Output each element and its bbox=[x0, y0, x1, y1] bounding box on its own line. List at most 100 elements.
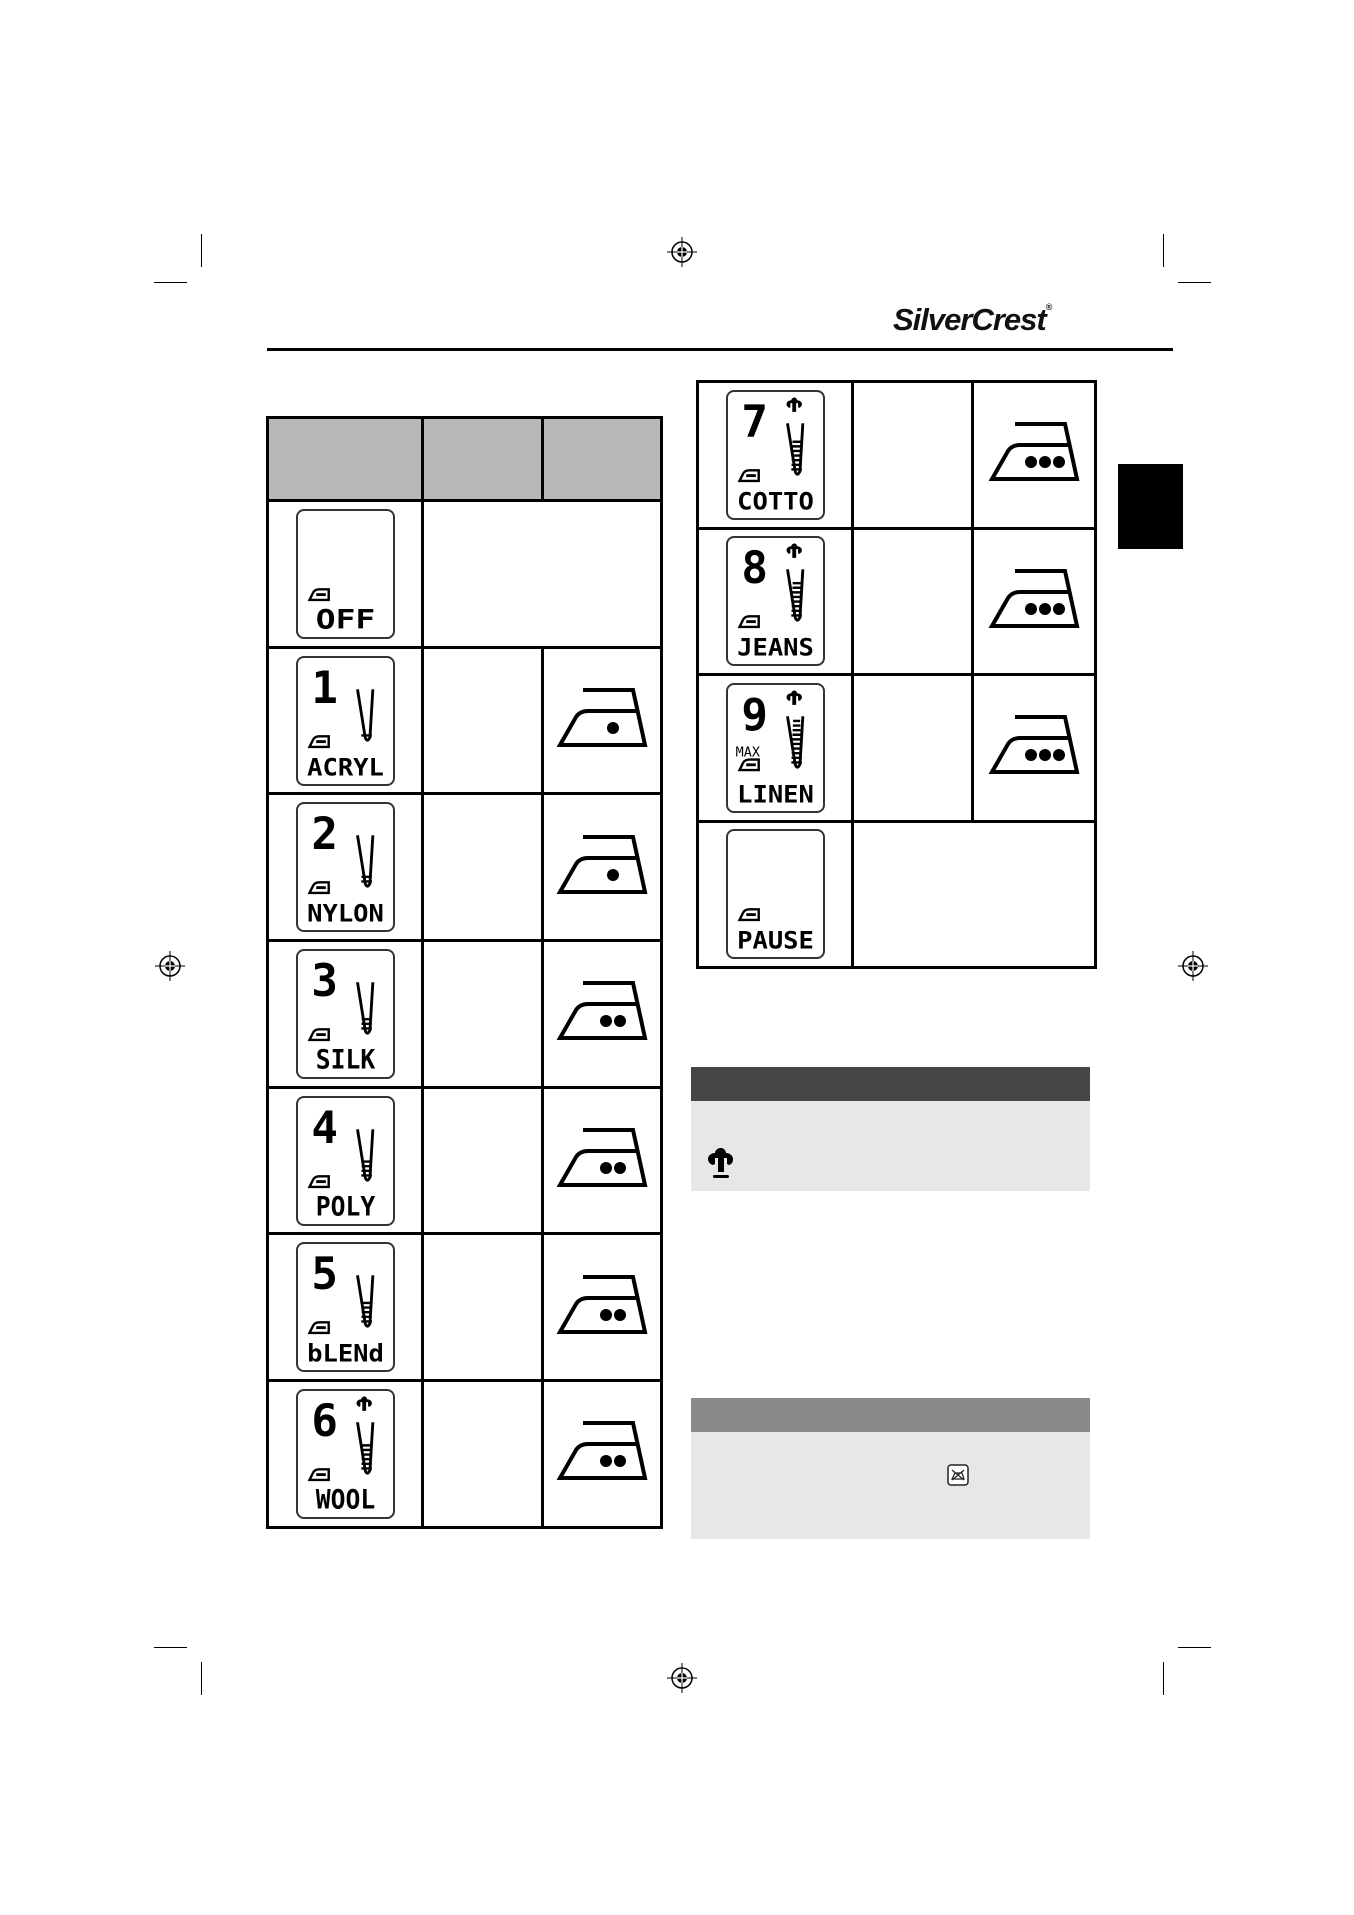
note-body bbox=[691, 1101, 1090, 1191]
table-row: OFF bbox=[266, 499, 663, 649]
thermometer-icon bbox=[355, 1422, 374, 1475]
silvercrest-logo: SilverCrest® bbox=[893, 302, 1053, 338]
thermometer-icon bbox=[355, 835, 374, 888]
lcd-digit: 3 bbox=[311, 956, 338, 1007]
temperature-dot bbox=[1025, 602, 1037, 615]
header-rule bbox=[267, 348, 1173, 351]
lcd-digit: 9 bbox=[741, 690, 768, 741]
crop-mark bbox=[1163, 234, 1164, 267]
iron-temperature-symbol bbox=[556, 1421, 648, 1481]
material-cell bbox=[421, 645, 544, 796]
table-header-row bbox=[266, 416, 663, 502]
lcd-label: bLENd bbox=[307, 1340, 384, 1368]
temperature-dot bbox=[1053, 749, 1065, 762]
brand-name: SilverCrest bbox=[893, 302, 1047, 337]
symbol-cell bbox=[541, 1085, 663, 1236]
crop-mark bbox=[1178, 282, 1211, 283]
temperature-dot bbox=[614, 1308, 626, 1321]
table-row: PAUSE bbox=[696, 819, 1097, 969]
iron-outline bbox=[556, 1128, 648, 1188]
temperature-dot bbox=[600, 1455, 612, 1468]
material-cell bbox=[851, 819, 1097, 969]
temperature-dot bbox=[600, 1015, 612, 1028]
iron-outline bbox=[556, 1421, 648, 1481]
registered-mark: ® bbox=[1045, 302, 1053, 312]
display-cell: PAUSE bbox=[696, 819, 854, 969]
material-cell bbox=[421, 1379, 544, 1529]
note-header bbox=[691, 1067, 1090, 1101]
temperature-dot bbox=[1039, 456, 1051, 469]
header-cell-material bbox=[421, 416, 544, 502]
lcd-label: SILK bbox=[315, 1045, 375, 1076]
temperature-dot bbox=[600, 1308, 612, 1321]
temperature-dot bbox=[614, 1015, 626, 1028]
symbol-cell bbox=[541, 1232, 663, 1383]
registration-mark-icon bbox=[667, 237, 697, 267]
steam-icon bbox=[786, 543, 802, 559]
iron-temperature-symbol bbox=[556, 1128, 648, 1188]
crop-mark bbox=[154, 1647, 187, 1648]
temperature-dot bbox=[607, 868, 619, 881]
steam-icon bbox=[786, 690, 802, 705]
thermometer-icon bbox=[355, 1275, 374, 1328]
lcd-display: 5 bLENd bbox=[295, 1242, 395, 1373]
material-cell bbox=[421, 1232, 544, 1383]
material-cell bbox=[851, 526, 974, 676]
iron-outline bbox=[988, 715, 1080, 775]
header-cell-symbol bbox=[541, 416, 663, 502]
symbol-cell bbox=[971, 673, 1097, 823]
material-cell bbox=[421, 1085, 544, 1236]
iron-icon bbox=[737, 615, 760, 629]
temperature-dot bbox=[1053, 602, 1065, 615]
lcd-label: POLY bbox=[315, 1191, 375, 1222]
symbol-cell bbox=[541, 1379, 663, 1529]
iron-icon bbox=[737, 468, 760, 482]
note-box-gray bbox=[691, 1398, 1090, 1539]
iron-icon bbox=[307, 1468, 330, 1482]
iron-icon bbox=[737, 908, 760, 922]
symbol-cell bbox=[541, 939, 663, 1089]
temperature-dot bbox=[614, 1162, 626, 1175]
iron-icon bbox=[737, 758, 760, 772]
table-row: 5 bLENd bbox=[266, 1232, 663, 1383]
display-cell: OFF bbox=[266, 499, 424, 649]
crop-mark bbox=[1178, 1647, 1211, 1648]
registration-mark-icon bbox=[155, 951, 185, 981]
steam-icon bbox=[356, 1396, 372, 1411]
steam-icon bbox=[786, 397, 802, 412]
lcd-digit: 6 bbox=[311, 1396, 338, 1447]
lcd-display: PAUSE bbox=[725, 829, 825, 960]
steam-icon bbox=[708, 1148, 733, 1178]
lcd-digit: 5 bbox=[311, 1249, 338, 1300]
iron-icon bbox=[307, 1028, 330, 1042]
iron-outline bbox=[988, 422, 1080, 482]
thermometer-icon bbox=[355, 982, 374, 1035]
crop-mark bbox=[201, 1662, 202, 1695]
thermometer-icon bbox=[785, 422, 804, 476]
note-header bbox=[691, 1398, 1090, 1432]
registration-mark-icon bbox=[1178, 951, 1208, 981]
display-cell: 5 bLENd bbox=[266, 1232, 424, 1383]
iron-temperature-symbol bbox=[556, 834, 648, 894]
iron-outline bbox=[556, 1274, 648, 1334]
thermometer-icon bbox=[355, 688, 374, 742]
iron-outline bbox=[988, 568, 1080, 628]
symbol-cell bbox=[541, 645, 663, 796]
symbol-cell bbox=[971, 380, 1097, 530]
lcd-label: LINEN bbox=[737, 780, 814, 808]
no-steam-icon bbox=[947, 1464, 969, 1486]
iron-icon bbox=[307, 734, 330, 748]
